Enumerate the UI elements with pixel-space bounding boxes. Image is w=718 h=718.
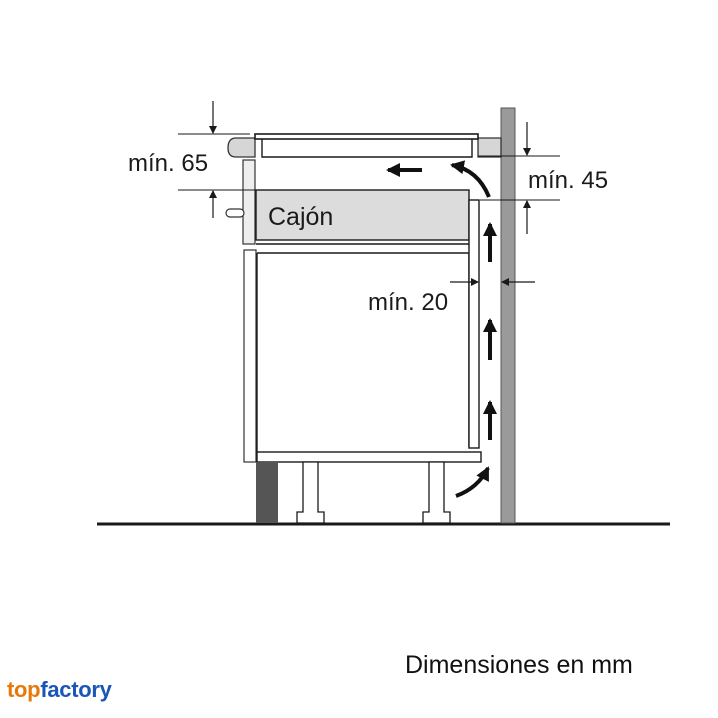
brand-logo-part2: factory — [40, 677, 112, 702]
label-drawer: Cajón — [268, 203, 333, 231]
countertop-left — [227, 137, 256, 158]
hob-body — [261, 139, 473, 158]
back-panel — [468, 199, 480, 449]
caption-dimensions: Dimensiones en mm — [405, 651, 633, 679]
hob-glass — [254, 133, 479, 140]
cabinet-front-bottom — [243, 249, 257, 463]
airflow-arrow-curve-top — [450, 160, 491, 198]
cabinet-bottom — [256, 451, 482, 463]
countertop-right — [477, 137, 502, 158]
cabinet-front-top — [242, 159, 256, 245]
leg-left — [296, 461, 325, 524]
airflow-arrow-bottom — [455, 466, 490, 498]
plinth — [256, 462, 278, 523]
label-min-45: mín. 45 — [528, 167, 608, 194]
drawer-handle — [225, 208, 245, 218]
leg-right — [422, 461, 451, 524]
wall — [500, 107, 516, 524]
label-min-20: mín. 20 — [368, 289, 448, 316]
brand-logo: topfactory — [7, 677, 112, 703]
brand-logo-part1: top — [7, 677, 41, 702]
label-min-65: mín. 65 — [128, 150, 208, 177]
